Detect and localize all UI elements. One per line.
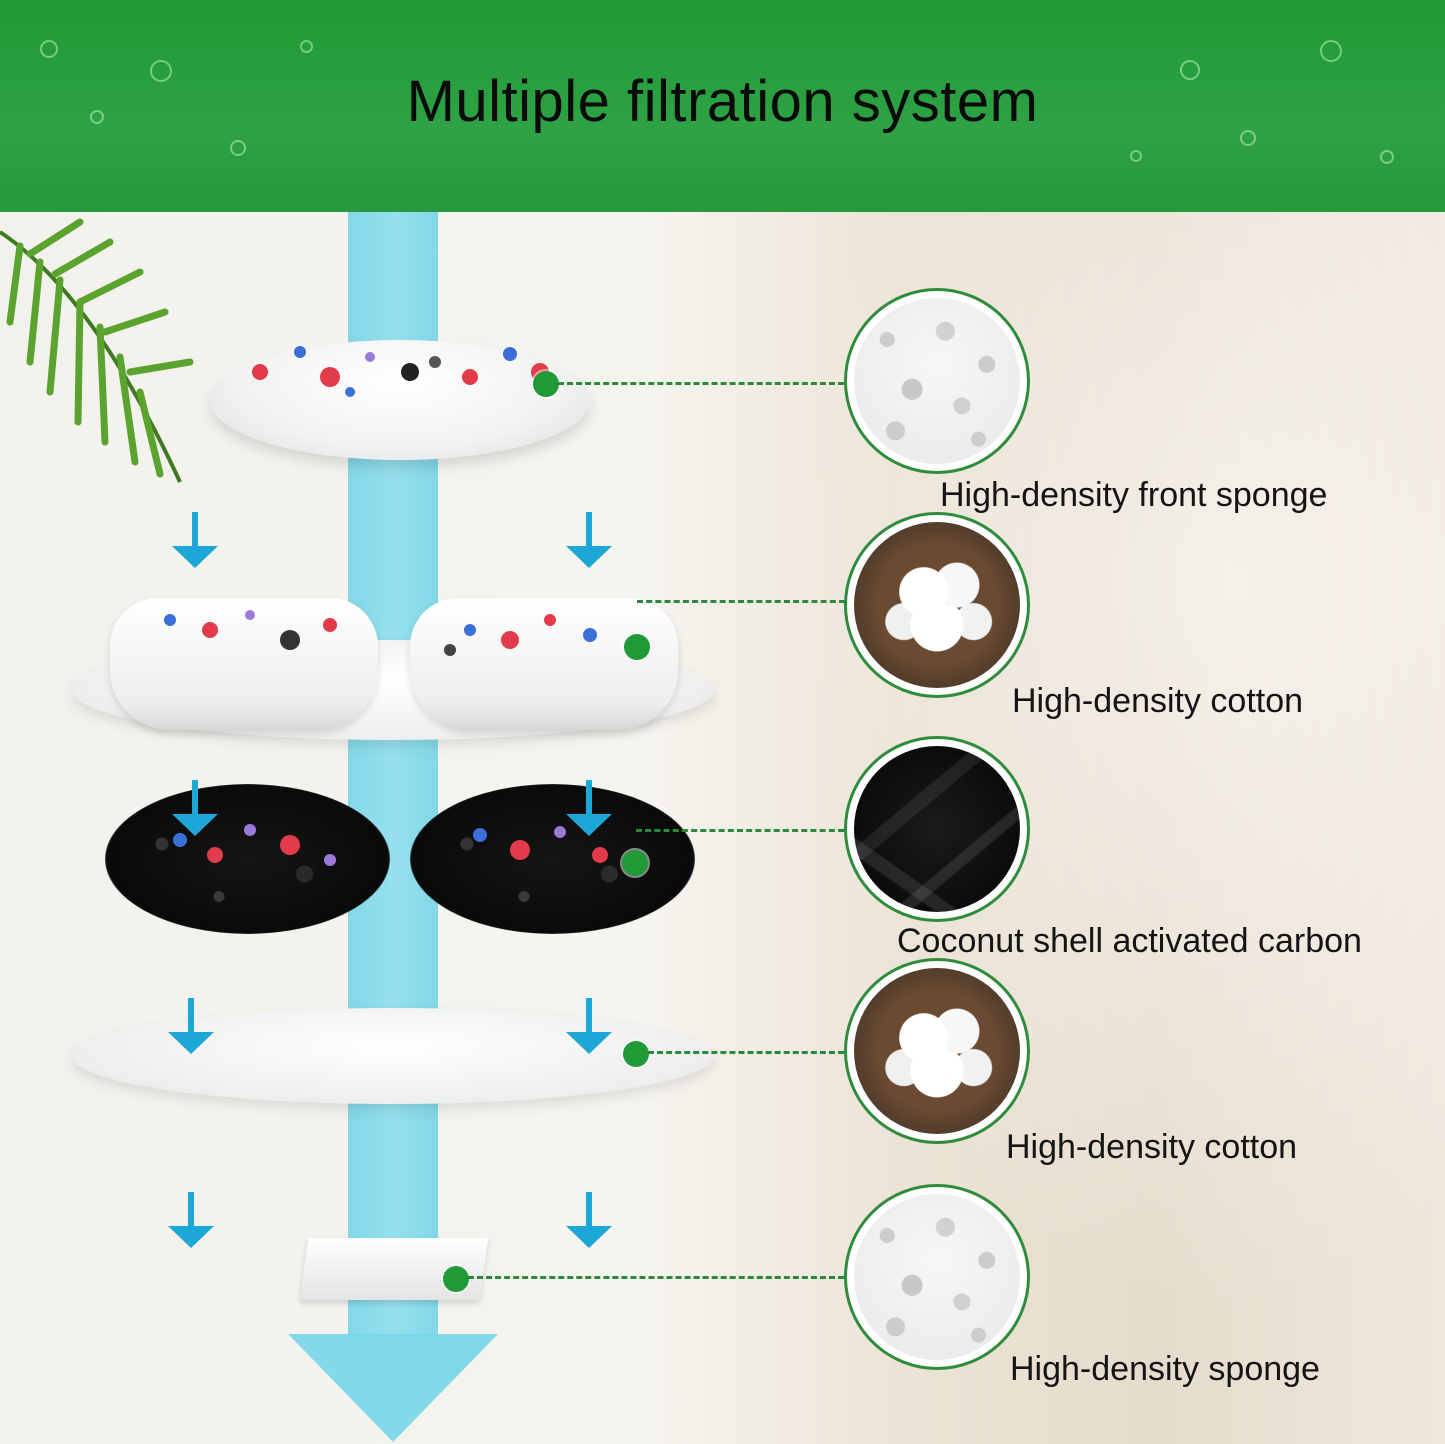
layer-label-cotton: High-density cotton	[1006, 1128, 1298, 1166]
cotton-slab	[72, 1008, 714, 1104]
layer-label-front-sponge: High-density front sponge	[940, 476, 1328, 514]
down-arrow-icon	[172, 780, 218, 836]
impurities-dots	[173, 824, 608, 866]
sponge-detail-image	[844, 288, 1030, 474]
connector-dot	[622, 850, 648, 876]
connector-line	[648, 1051, 844, 1054]
layer-label-sponge: High-density sponge	[1010, 1350, 1320, 1388]
connector-line	[636, 829, 844, 832]
connector-dot	[533, 371, 559, 397]
down-arrow-icon	[566, 998, 612, 1054]
connector-dot	[443, 1266, 469, 1292]
page-title: Multiple filtration system	[406, 69, 1039, 134]
down-arrow-icon	[566, 780, 612, 836]
impurities-dots	[164, 610, 597, 656]
impurities-dots	[252, 346, 549, 397]
layer-label-carbon: Coconut shell activated carbon	[897, 922, 1362, 960]
connector-line	[468, 1276, 844, 1279]
connector-dot	[623, 1041, 649, 1067]
cotton-detail-image	[844, 958, 1030, 1144]
palm-leaf-icon	[0, 218, 194, 483]
carbon-detail-image	[844, 736, 1030, 922]
sponge-detail-image	[844, 1184, 1030, 1370]
carbon-pile-left	[105, 784, 390, 934]
water-stream-arrow-icon	[288, 1334, 498, 1442]
title-banner: Multiple filtration system	[0, 0, 1445, 212]
connector-dot	[624, 634, 650, 660]
down-arrow-icon	[168, 998, 214, 1054]
connector-line	[558, 382, 844, 385]
down-arrow-icon	[566, 512, 612, 568]
front-sponge-disk	[210, 340, 590, 460]
layer-label-cotton: High-density cotton	[1012, 682, 1304, 720]
cotton-detail-image	[844, 512, 1030, 698]
down-arrow-icon	[566, 1192, 612, 1248]
down-arrow-icon	[172, 512, 218, 568]
background-glow	[720, 212, 1445, 1444]
down-arrow-icon	[168, 1192, 214, 1248]
connector-line	[637, 600, 845, 603]
